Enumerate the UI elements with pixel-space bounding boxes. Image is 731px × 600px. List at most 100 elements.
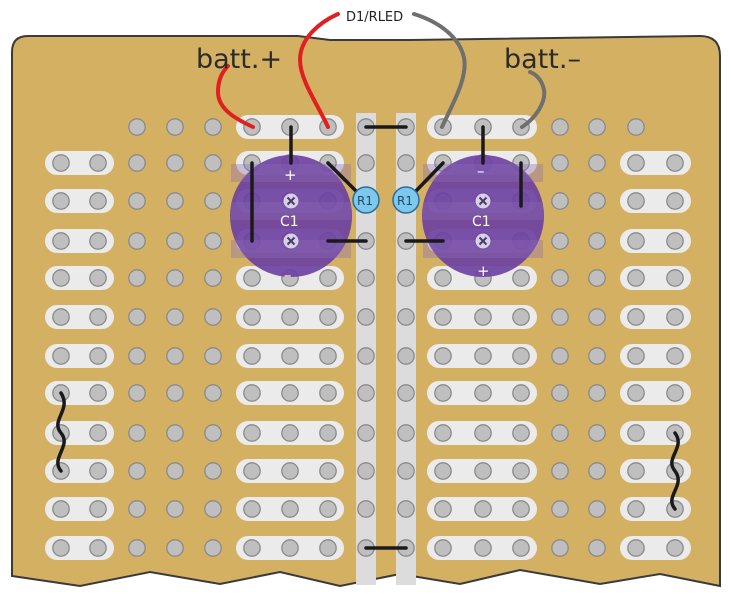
strip-hole bbox=[588, 269, 606, 287]
strip-hole bbox=[128, 118, 146, 136]
strip-hole bbox=[281, 424, 299, 442]
capacitor-band bbox=[423, 164, 543, 182]
strip-hole bbox=[243, 539, 261, 557]
strip-hole bbox=[512, 424, 530, 442]
strip-hole bbox=[89, 154, 107, 172]
strip-hole bbox=[281, 539, 299, 557]
strip-hole bbox=[243, 308, 261, 326]
battery-minus-label: batt.– bbox=[504, 44, 581, 75]
strip-hole bbox=[166, 462, 184, 480]
strip-hole bbox=[204, 500, 222, 518]
battery-minus-wire bbox=[520, 70, 547, 129]
strip-hole bbox=[128, 232, 146, 250]
polarity-minus-label: – bbox=[284, 266, 292, 284]
strip-hole bbox=[588, 500, 606, 518]
strip-hole bbox=[52, 269, 70, 287]
capacitor-c1-right: – C1 + bbox=[422, 155, 544, 280]
strip-hole bbox=[89, 462, 107, 480]
strip-hole bbox=[551, 118, 569, 136]
wavy-link bbox=[56, 391, 66, 473]
strip-hole bbox=[588, 384, 606, 402]
strip-hole bbox=[588, 462, 606, 480]
strip-hole bbox=[474, 308, 492, 326]
strip-hole bbox=[89, 539, 107, 557]
capacitor-band bbox=[423, 202, 543, 220]
strip-hole bbox=[166, 384, 184, 402]
strip-hole bbox=[166, 308, 184, 326]
polarity-minus-label: – bbox=[477, 162, 485, 180]
strip-hole bbox=[128, 500, 146, 518]
strip-hole bbox=[357, 308, 375, 326]
strip-hole bbox=[666, 347, 684, 365]
strip-hole bbox=[627, 424, 645, 442]
strip-hole bbox=[627, 347, 645, 365]
strip-hole bbox=[397, 347, 415, 365]
strip-hole bbox=[243, 347, 261, 365]
strip-hole bbox=[512, 500, 530, 518]
strip-hole bbox=[52, 232, 70, 250]
strip-hole bbox=[551, 269, 569, 287]
strip-hole bbox=[281, 347, 299, 365]
strip-hole bbox=[52, 308, 70, 326]
strip-hole bbox=[52, 347, 70, 365]
strip-hole bbox=[204, 384, 222, 402]
led-anode-wire bbox=[297, 12, 340, 129]
strip-hole bbox=[128, 424, 146, 442]
capacitor-band bbox=[231, 202, 351, 220]
strip-hole bbox=[627, 308, 645, 326]
strip-hole bbox=[89, 269, 107, 287]
battery-plus-label: batt.+ bbox=[196, 44, 282, 75]
strip-hole bbox=[89, 500, 107, 518]
strip-hole bbox=[204, 192, 222, 210]
battery-plus-wire bbox=[215, 64, 255, 129]
strip-hole bbox=[204, 232, 222, 250]
strip-hole bbox=[397, 154, 415, 172]
strip-hole bbox=[512, 539, 530, 557]
strip-hole bbox=[512, 308, 530, 326]
strip-hole bbox=[397, 500, 415, 518]
strip-hole bbox=[627, 500, 645, 518]
strip-hole bbox=[357, 424, 375, 442]
strip-hole bbox=[89, 232, 107, 250]
capacitor-c1-left: + C1 – bbox=[230, 155, 352, 284]
strip-hole bbox=[281, 308, 299, 326]
strip-hole bbox=[551, 154, 569, 172]
strip-hole bbox=[397, 424, 415, 442]
strip-hole bbox=[434, 269, 452, 287]
strip-hole bbox=[474, 424, 492, 442]
strip-hole bbox=[588, 192, 606, 210]
strip-hole bbox=[434, 347, 452, 365]
strip-hole bbox=[319, 424, 337, 442]
c1-label: C1 bbox=[472, 214, 491, 230]
x-mark-icon bbox=[475, 193, 491, 209]
strip-hole bbox=[166, 154, 184, 172]
capacitor-band bbox=[231, 164, 351, 182]
strip-hole bbox=[166, 118, 184, 136]
strip-hole bbox=[357, 462, 375, 480]
strip-hole bbox=[627, 384, 645, 402]
strip-hole bbox=[89, 308, 107, 326]
strip-hole bbox=[166, 192, 184, 210]
strip-hole bbox=[128, 154, 146, 172]
strip-hole bbox=[319, 347, 337, 365]
x-mark-icon bbox=[475, 233, 491, 249]
strip-hole bbox=[551, 192, 569, 210]
r1-label: R1 bbox=[357, 194, 373, 208]
strip-hole bbox=[627, 462, 645, 480]
strip-hole bbox=[204, 118, 222, 136]
strip-hole bbox=[357, 384, 375, 402]
strip-hole bbox=[666, 269, 684, 287]
strip-hole bbox=[166, 424, 184, 442]
resistor-lead bbox=[413, 161, 445, 194]
strip-hole bbox=[52, 539, 70, 557]
strip-hole bbox=[128, 462, 146, 480]
strip-hole bbox=[627, 539, 645, 557]
strip-hole bbox=[512, 462, 530, 480]
strip-hole bbox=[434, 424, 452, 442]
d1-rled-label: D1/RLED bbox=[346, 10, 403, 25]
strip-hole bbox=[588, 424, 606, 442]
strip-hole bbox=[627, 269, 645, 287]
strip-hole bbox=[551, 539, 569, 557]
x-mark-icon bbox=[283, 193, 299, 209]
